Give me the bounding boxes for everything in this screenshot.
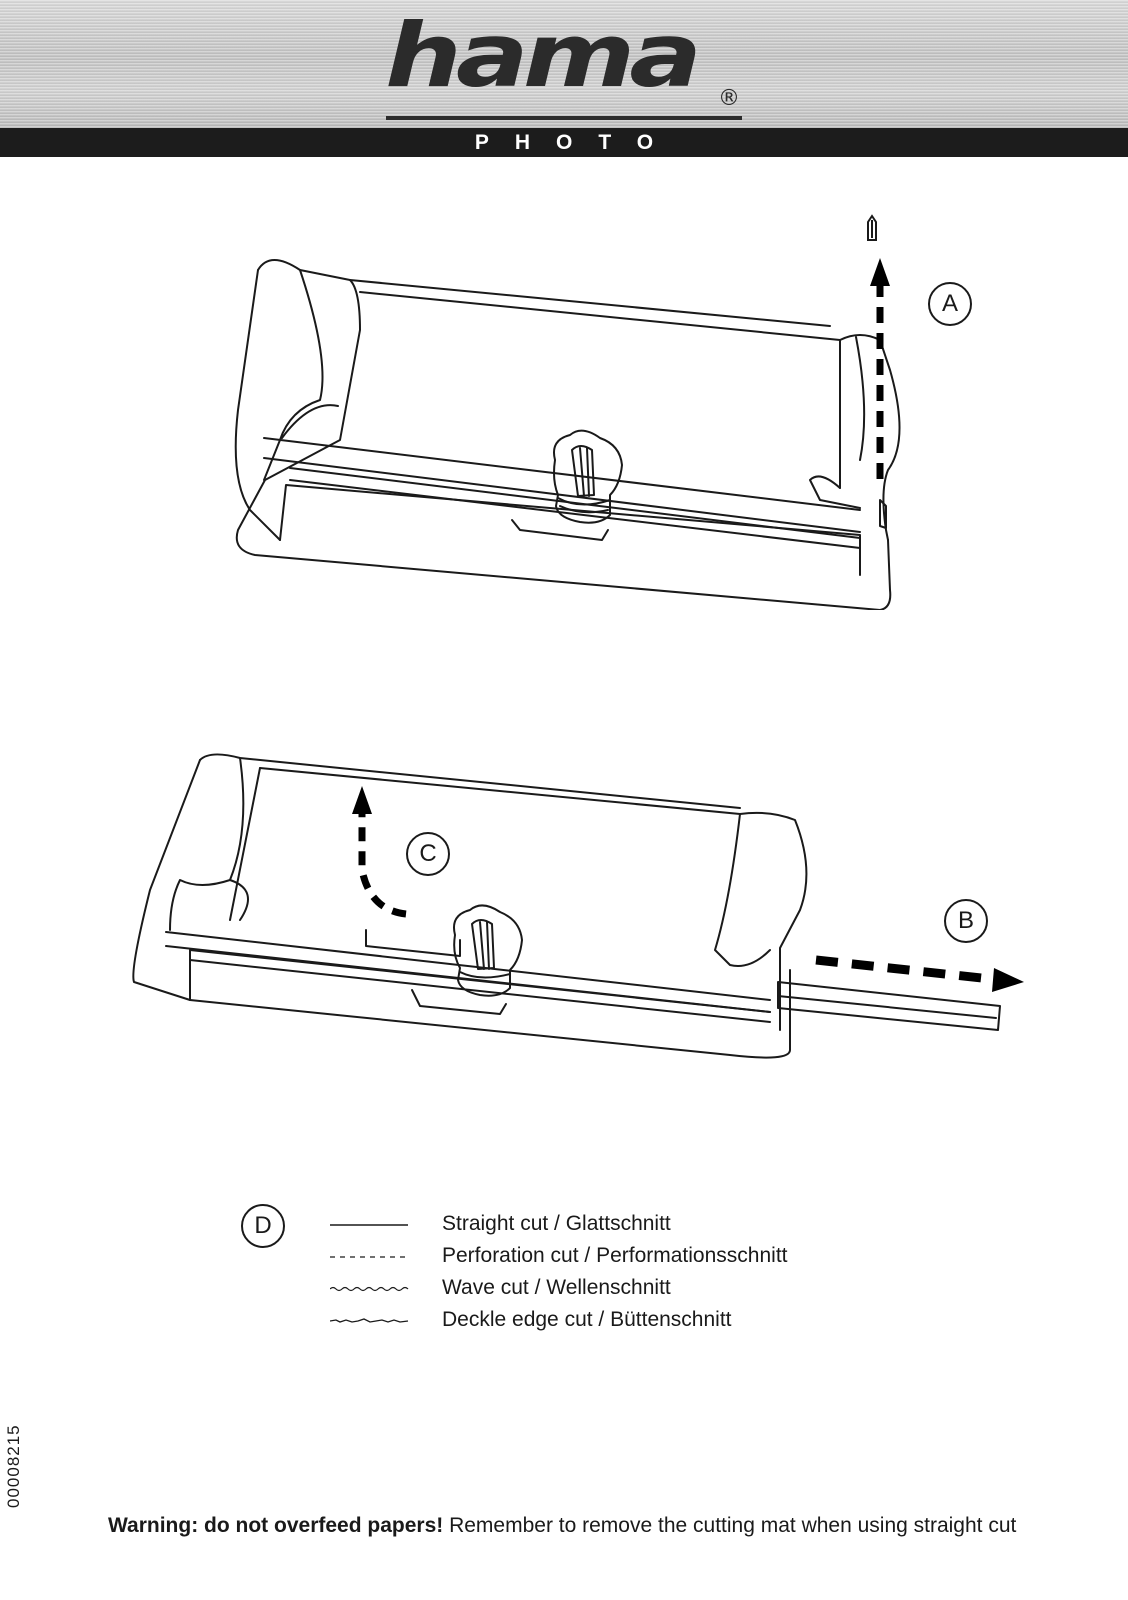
brand-logo: hama [385, 4, 702, 108]
warning-text: Warning: do not overfeed papers! Remembe… [108, 1514, 1016, 1538]
blade-icon [867, 214, 877, 241]
warning-bold: Warning: do not overfeed papers! [108, 1514, 444, 1537]
trimmer-drawing-top [220, 210, 940, 610]
wave-line-icon [330, 1286, 409, 1292]
label-b: B [944, 899, 988, 943]
legend-row-wave: Wave cut / Wellenschnitt [330, 1274, 850, 1306]
logo-underline [386, 116, 742, 120]
header: hama ® PHOTO [0, 0, 1128, 157]
dashed-line-icon [330, 1256, 408, 1258]
arrow-up-a [870, 258, 890, 479]
legend-row-straight: Straight cut / Glattschnitt [330, 1210, 850, 1242]
legend-row-perforation: Perforation cut / Performationsschnitt [330, 1242, 850, 1274]
legend-text: Wave cut / Wellenschnitt [442, 1276, 671, 1299]
registered-mark: ® [718, 86, 740, 111]
legend-text: Deckle edge cut / Büttenschnitt [442, 1308, 732, 1331]
trimmer-drawing-bottom [130, 750, 1030, 1070]
article-code: 00008215 [4, 1424, 23, 1508]
cut-type-legend: Straight cut / Glattschnitt Perforation … [0, 1212, 1128, 1360]
brushed-metal-banner [0, 0, 1128, 128]
label-a: A [928, 282, 972, 326]
legend-text: Straight cut / Glattschnitt [442, 1212, 671, 1235]
photo-bar [0, 128, 1128, 157]
arrow-right-b [815, 955, 1024, 992]
straight-line-icon [330, 1224, 408, 1226]
label-c: C [406, 832, 450, 876]
label-d: D [241, 1204, 285, 1248]
legend-text: Perforation cut / Performationsschnitt [442, 1244, 788, 1267]
warning-normal: Remember to remove the cutting mat when … [443, 1514, 1017, 1537]
sub-brand: PHOTO [474, 131, 680, 154]
arrow-curve-c [352, 786, 407, 918]
deckle-line-icon [330, 1318, 409, 1323]
legend-row-deckle: Deckle edge cut / Büttenschnitt [330, 1306, 850, 1338]
